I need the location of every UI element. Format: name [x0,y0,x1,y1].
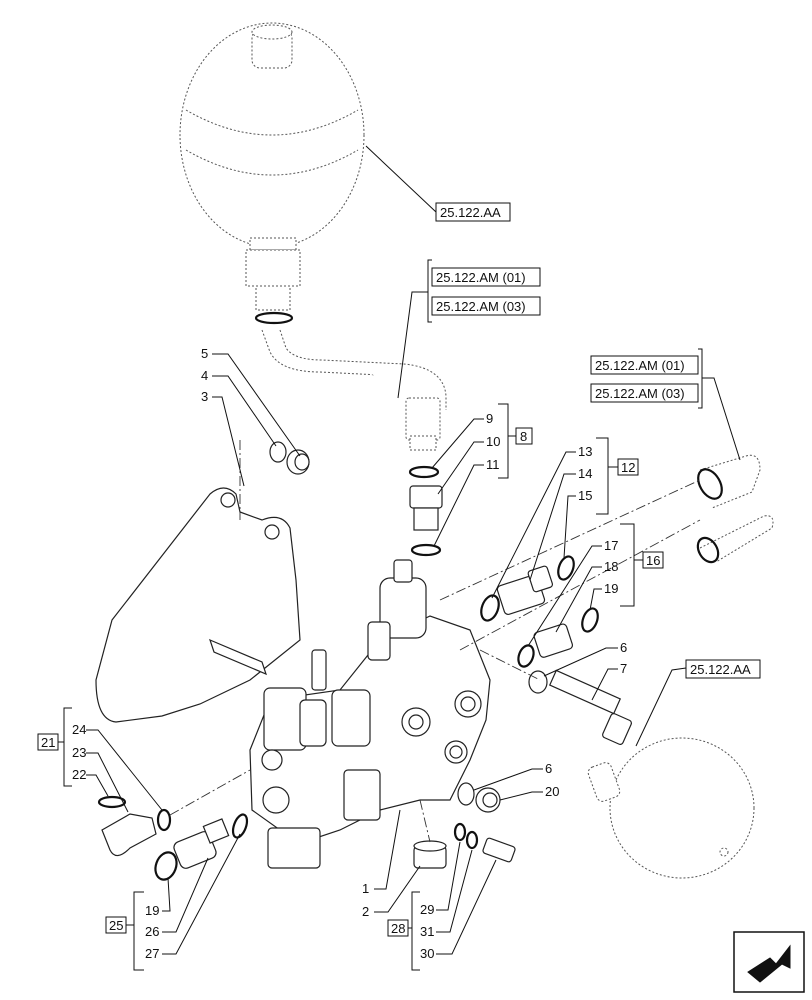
callout-4: 4 [201,368,208,383]
callout-13: 13 [578,444,592,459]
svg-text:25.122.AA: 25.122.AA [440,205,501,220]
adapter-with-orings [408,465,443,557]
small-fitting [453,822,516,863]
accumulator-top [179,22,365,325]
group-16: 16 [646,553,660,568]
arrow-next-icon[interactable] [733,931,805,993]
valve-block [249,559,491,869]
svg-text:25.122.AA: 25.122.AA [690,662,751,677]
group-21: 21 [41,735,55,750]
callout-29: 29 [420,902,434,917]
callout-30: 30 [420,946,434,961]
ref-pipe[interactable]: 25.122.AM (01) 25.122.AM (03) [397,259,541,399]
callout-11: 11 [486,457,500,472]
callout-5: 5 [201,346,208,361]
bracket [95,440,301,723]
group-8: 8 [520,429,527,444]
svg-text:25.122.AM (01): 25.122.AM (01) [595,358,685,373]
callout-20: 20 [545,784,559,799]
callout-19-b: 19 [145,903,159,918]
callouts: 5 4 3 9 10 11 13 14 15 17 18 19 6 7 24 2… [72,346,627,961]
callout-9: 9 [486,411,493,426]
callout-6-b: 6 [545,761,552,776]
group-12: 12 [621,460,635,475]
plug [413,799,447,869]
callout-7: 7 [620,661,627,676]
callout-1: 1 [362,881,369,896]
callout-27: 27 [145,946,159,961]
right-fittings [480,555,599,668]
callout-14: 14 [578,466,592,481]
elbow-fitting [97,769,251,857]
washer-nut-lower [457,782,501,813]
svg-text:25.122.AM (03): 25.122.AM (03) [595,386,685,401]
callout-3: 3 [201,389,208,404]
bolt [479,649,632,745]
callout-19-a: 19 [604,581,618,596]
group-25: 25 [109,918,123,933]
callout-6-a: 6 [620,640,627,655]
callout-26: 26 [145,924,159,939]
ref-accumulator-bottom[interactable]: 25.122.AA [635,659,761,747]
hoses [439,454,774,651]
svg-text:25.122.AM (01): 25.122.AM (01) [436,270,526,285]
callout-22: 22 [72,767,86,782]
callout-18: 18 [604,559,618,574]
callout-23: 23 [72,745,86,760]
ref-hose[interactable]: 25.122.AM (01) 25.122.AM (03) [590,348,741,461]
callout-15: 15 [578,488,592,503]
svg-text:25.122.AM (03): 25.122.AM (03) [436,299,526,314]
accumulator-bottom [587,737,755,879]
washer-and-nut [269,441,310,475]
pipe [261,329,447,451]
callout-17: 17 [604,538,618,553]
callout-2: 2 [362,904,369,919]
pressure-switch [154,813,249,881]
ref-accumulator-top[interactable]: 25.122.AA [435,202,511,222]
callout-31: 31 [420,924,434,939]
callout-10: 10 [486,434,500,449]
group-28: 28 [391,921,405,936]
callout-24: 24 [72,722,86,737]
